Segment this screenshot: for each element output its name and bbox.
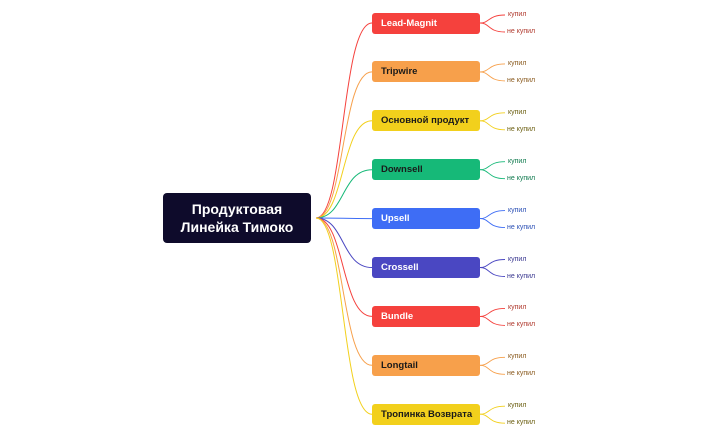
leaf-not-bought[interactable]: не купил — [507, 272, 536, 280]
connector-leaf — [479, 169, 506, 180]
connector-branch — [315, 71, 373, 219]
leaf-bought[interactable]: купил — [508, 11, 527, 18]
connector-leaf — [479, 267, 506, 277]
connector-leaf — [479, 364, 506, 375]
leaf-bought[interactable]: купил — [508, 353, 527, 361]
leaf-bought[interactable]: купил — [508, 157, 527, 165]
connector-leaf — [479, 14, 506, 24]
connector-branch — [315, 217, 373, 220]
leaf-not-bought[interactable]: не купил — [507, 419, 536, 427]
connector-leaf — [479, 112, 506, 122]
leaf-not-bought[interactable]: не купил — [507, 174, 536, 182]
connector-branch — [315, 22, 373, 219]
connector-branch — [315, 120, 373, 219]
leaf-bought[interactable]: купил — [508, 402, 527, 410]
leaf-not-bought[interactable]: не купил — [507, 76, 536, 84]
connector-branch — [315, 217, 373, 268]
connector-leaf — [479, 413, 506, 424]
root-title-line-2: Линейка Тимоко — [180, 219, 294, 235]
branch-node[interactable]: Bundle — [372, 305, 480, 327]
branch-node[interactable]: Longtail — [372, 354, 480, 376]
leaf-not-bought[interactable]: не купил — [507, 125, 536, 133]
connector-leaf — [479, 315, 506, 326]
connector-branch — [315, 217, 373, 415]
branch-node[interactable]: Downsell — [372, 159, 480, 181]
leaf-bought[interactable]: купил — [508, 206, 527, 214]
leaf-bought[interactable]: купил — [508, 59, 527, 67]
leaf-bought[interactable]: купил — [508, 255, 527, 263]
connector-leaf — [479, 259, 506, 268]
branch-node[interactable]: Upsell — [372, 208, 480, 230]
leaf-not-bought[interactable]: не купил — [507, 370, 536, 378]
connector-branch — [315, 217, 373, 366]
connector-leaf — [479, 161, 506, 171]
leaf-not-bought[interactable]: не купил — [507, 28, 536, 35]
connector-leaf — [479, 218, 506, 229]
connector-leaf — [479, 210, 506, 220]
leaf-bought[interactable]: купил — [508, 108, 527, 116]
connector-branch — [315, 217, 373, 317]
branch-node[interactable]: Lead-Magnit — [372, 12, 480, 34]
leaf-not-bought[interactable]: не купил — [507, 223, 536, 231]
root-title-line-1: Продуктовая — [191, 201, 283, 217]
connector-leaf — [479, 356, 506, 366]
branch-node[interactable]: Основной продукт — [372, 110, 480, 132]
connector-leaf — [479, 63, 506, 73]
leaf-not-bought[interactable]: не купил — [507, 321, 536, 329]
branch-node[interactable]: Tripwire — [372, 61, 480, 83]
connector-leaf — [479, 22, 506, 33]
branch-node[interactable]: Crossell — [372, 257, 480, 278]
root-node[interactable]: Продуктовая Линейка Тимоко — [163, 193, 311, 243]
branch-node[interactable]: Тропинка Возврата — [372, 403, 480, 425]
connector-branch — [315, 169, 373, 219]
connector-leaf — [479, 120, 506, 131]
connector-leaf — [479, 71, 506, 82]
leaf-bought[interactable]: купил — [508, 304, 527, 312]
connector-leaf — [479, 307, 506, 317]
connector-leaf — [479, 405, 506, 415]
